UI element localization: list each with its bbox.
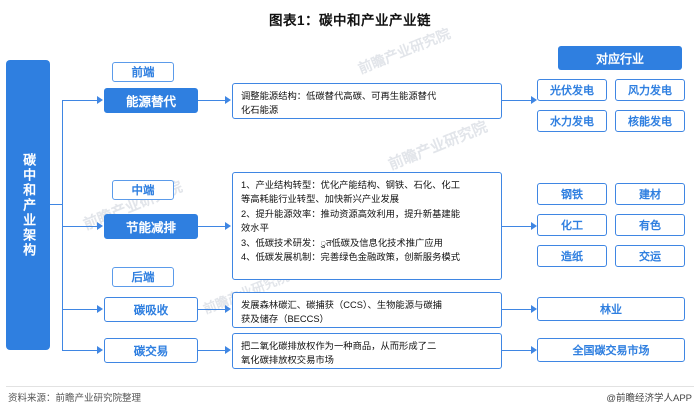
sector-arrow-absorb bbox=[531, 305, 537, 313]
desc-line-absorb bbox=[198, 309, 226, 311]
footer-divider bbox=[6, 386, 694, 387]
desc-line-saving bbox=[198, 226, 226, 228]
source-note: 资料来源：前瞻产业研究院整理 bbox=[8, 393, 142, 404]
sector-paper: 造纸 bbox=[537, 245, 607, 267]
description-energy: 调整能源结构：低碳替代高碳、可再生能源替代 化石能源 bbox=[232, 83, 502, 119]
sector-arrow-energy bbox=[531, 96, 537, 104]
branch-line-saving bbox=[62, 226, 98, 228]
description-line: 把二氧化碳排放权作为一种商品，从而形成了二 bbox=[241, 341, 437, 351]
brand-note: @前瞻经济学人APP bbox=[606, 393, 692, 404]
trunk-connector bbox=[50, 204, 63, 206]
watermark: 前瞻产业研究院 bbox=[386, 118, 490, 174]
sector-transport: 交运 bbox=[615, 245, 685, 267]
right-panel-header: 对应行业 bbox=[558, 46, 682, 70]
branch-arrow-saving bbox=[97, 222, 103, 230]
sector-line-saving bbox=[502, 226, 532, 228]
stage-node-saving: 节能减排 bbox=[104, 214, 198, 239]
branch-arrow-energy bbox=[97, 96, 103, 104]
desc-line-energy bbox=[198, 100, 226, 102]
sector-chemical: 化工 bbox=[537, 214, 607, 236]
stage-tag-middle: 中端 bbox=[112, 180, 174, 200]
description-line: 1、产业结构转型：优化产能结构、钢铁、石化、化工 bbox=[241, 180, 460, 190]
sector-pv: 光伏发电 bbox=[537, 79, 607, 101]
sector-line-energy bbox=[502, 100, 532, 102]
desc-arrow-saving bbox=[225, 222, 231, 230]
desc-line-trade bbox=[198, 350, 226, 352]
description-line: 调整能源结构：低碳替代高碳、可再生能源替代 bbox=[241, 91, 437, 101]
description-line: 获及储存（BECCS） bbox=[241, 314, 329, 325]
watermark: 前瞻产业研究院 bbox=[355, 25, 453, 77]
stage-node-absorb: 碳吸收 bbox=[104, 297, 198, 322]
sector-arrow-trade bbox=[531, 346, 537, 354]
branch-line-absorb bbox=[62, 309, 98, 311]
description-absorb: 发展森林碳汇、碳捕获（CCS）、生物能源与碳捕 获及储存（BECCS） bbox=[232, 292, 502, 328]
sector-line-trade bbox=[502, 350, 532, 352]
sector-carbon-market: 全国碳交易市场 bbox=[537, 338, 685, 362]
description-trade: 把二氧化碳排放权作为一种商品，从而形成了二 氧化碳排放权交易市场 bbox=[232, 333, 502, 369]
stage-node-trade: 碳交易 bbox=[104, 338, 198, 363]
desc-arrow-energy bbox=[225, 96, 231, 104]
description-line: 氧化碳排放权交易市场 bbox=[241, 355, 334, 366]
sector-forestry: 林业 bbox=[537, 297, 685, 321]
sector-nuclear: 核能发电 bbox=[615, 110, 685, 132]
page-title: 图表1：碳中和产业产业链 bbox=[268, 13, 431, 28]
description-line: 发展森林碳汇、碳捕获（CCS）、生物能源与碳捕 bbox=[241, 300, 442, 310]
stage-tag-front: 前端 bbox=[112, 62, 174, 82]
branch-arrow-absorb bbox=[97, 305, 103, 313]
branch-line-trade bbox=[62, 350, 98, 352]
branch-arrow-trade bbox=[97, 346, 103, 354]
branch-line-energy bbox=[62, 100, 98, 102]
description-line: 3、低碳技术研发：ुत低碳及信息化技术推广应用 bbox=[241, 237, 443, 248]
description-line: 效水平 bbox=[241, 223, 269, 234]
sector-nonferrous: 有色 bbox=[615, 214, 685, 236]
sector-line-absorb bbox=[502, 309, 532, 311]
stage-tag-back: 后端 bbox=[112, 267, 174, 287]
description-line: 2、提升能源效率：推动资源高效利用，提升新基建能 bbox=[241, 208, 460, 219]
spine-line bbox=[62, 100, 64, 350]
sector-arrow-saving bbox=[531, 222, 537, 230]
description-line: 化石能源 bbox=[241, 105, 279, 116]
desc-arrow-trade bbox=[225, 346, 231, 354]
description-line: 等高耗能行业转型、加快新兴产业发展 bbox=[241, 194, 400, 205]
description-line: 4、低碳发展机制：完善绿色金融政策，创新服务模式 bbox=[241, 252, 460, 263]
sector-steel: 钢铁 bbox=[537, 183, 607, 205]
sector-hydro: 水力发电 bbox=[537, 110, 607, 132]
trunk-node: 碳中和产业架构 bbox=[6, 60, 50, 350]
description-saving: 1、产业结构转型：优化产能结构、钢铁、石化、化工 等高耗能行业转型、加快新兴产业… bbox=[232, 172, 502, 280]
desc-arrow-absorb bbox=[225, 305, 231, 313]
stage-node-energy: 能源替代 bbox=[104, 88, 198, 113]
sector-wind: 风力发电 bbox=[615, 79, 685, 101]
sector-building-materials: 建材 bbox=[615, 183, 685, 205]
